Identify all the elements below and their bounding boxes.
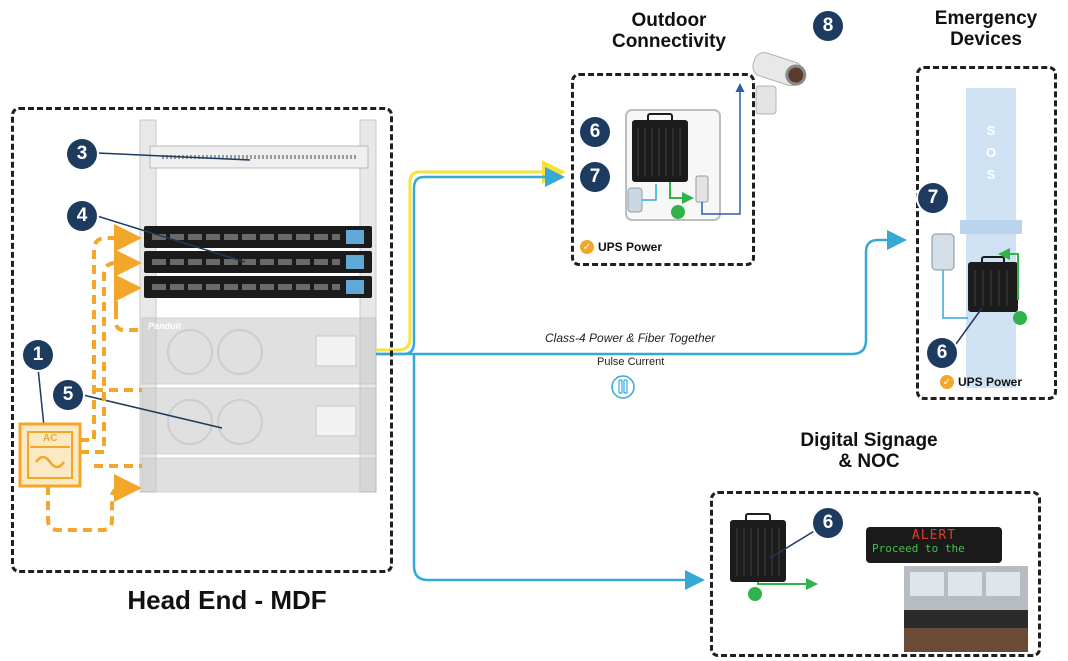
badge-1: 1 <box>23 340 53 370</box>
pulse-current-icon <box>611 375 635 399</box>
emergency-box <box>916 66 1057 400</box>
outdoor-title-line1: Outdoor <box>631 10 707 31</box>
emergency-equipment <box>931 88 1027 388</box>
class4-label: Class-4 Power & Fiber Together <box>545 331 716 345</box>
signage-badge-6: 6 <box>813 508 843 538</box>
security-camera-icon <box>752 52 807 115</box>
outdoor-title: Outdoor Connectivity <box>590 10 748 53</box>
emergency-title-line2: Devices <box>950 29 1022 51</box>
ups-units <box>141 317 377 493</box>
emergency-badge-6: 6 <box>927 338 957 368</box>
camera-badge-8: 8 <box>813 11 843 41</box>
emergency-ups-power: ✓ UPS Power <box>940 375 1022 389</box>
alert-sign: ALERT Proceed to the <box>866 527 1002 563</box>
signage-box <box>710 491 1041 657</box>
head-end-rack <box>37 119 377 493</box>
badge-3: 3 <box>67 139 97 169</box>
noc-room <box>904 566 1028 652</box>
ac-power-icon <box>18 422 82 488</box>
ac-feed-lines <box>46 224 142 532</box>
emergency-node <box>968 262 1018 312</box>
outdoor-badge-7: 7 <box>580 162 610 192</box>
emergency-ups-label: UPS Power <box>958 375 1023 389</box>
emergency-title-line1: Emergency <box>934 8 1038 29</box>
sos-pillar <box>966 88 1016 388</box>
check-icon: ✓ <box>940 375 954 389</box>
ac-label: AC <box>43 433 58 444</box>
outdoor-badge-6: 6 <box>580 117 610 147</box>
signage-title-line2: & NOC <box>838 451 900 473</box>
emergency-badge-7: 7 <box>918 183 948 213</box>
outdoor-ups-label: UPS Power <box>598 240 663 254</box>
signage-title-line1: Digital Signage <box>800 430 938 451</box>
signage-equipment <box>730 513 1028 652</box>
signage-title: Digital Signage & NOC <box>776 430 962 473</box>
outdoor-title-line2: Connectivity <box>611 31 727 53</box>
fiber-power-links <box>376 160 907 590</box>
outdoor-box <box>571 73 755 266</box>
sos-text: SOS <box>986 123 997 182</box>
outdoor-equipment <box>625 83 745 221</box>
alert-sign-line1: ALERT <box>911 528 957 543</box>
alert-sign-line2: Proceed to the <box>872 543 965 556</box>
check-icon: ✓ <box>580 240 594 254</box>
badge-4: 4 <box>67 201 97 231</box>
head-end-title: Head End - MDF <box>127 585 327 615</box>
head-end-box <box>11 107 393 573</box>
outdoor-ups-power: ✓ UPS Power <box>580 240 662 254</box>
emergency-title: Emergency Devices <box>914 8 1058 51</box>
badge-5: 5 <box>53 380 83 410</box>
brand-label: Panduit <box>148 321 181 331</box>
pulse-current-label: Pulse Current <box>597 356 665 368</box>
network-switches <box>144 226 372 298</box>
